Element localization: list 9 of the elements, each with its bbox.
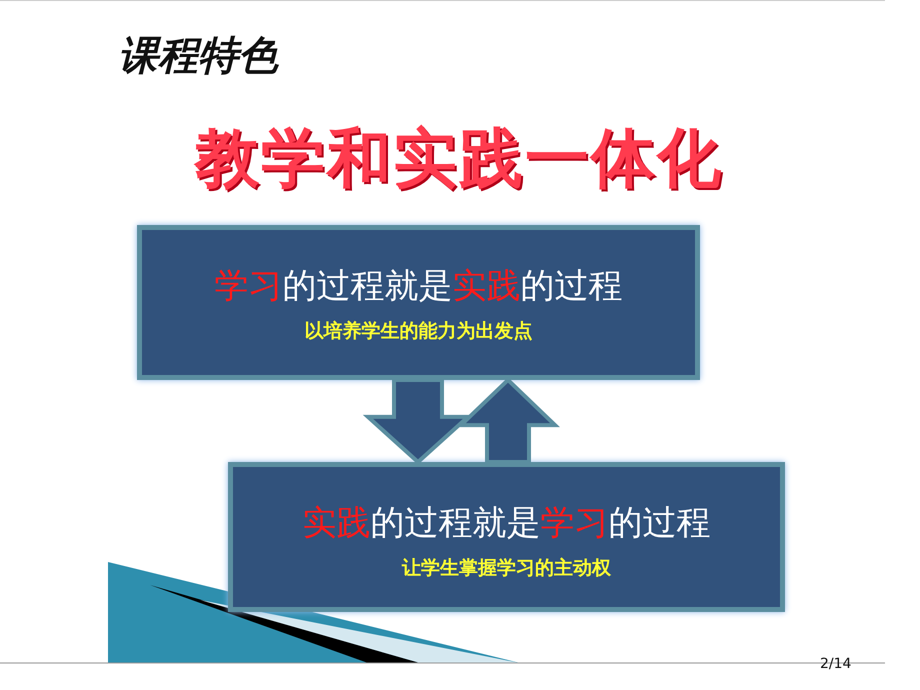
box-heading: 学习的过程就是实践的过程 (214, 265, 624, 308)
text-box (137, 225, 700, 380)
box-heading: 实践的过程就是学习的过程 (302, 502, 712, 545)
text-box (228, 462, 785, 612)
banner-heading: 教学和实践一体化 (195, 121, 723, 198)
slide-title: 课程特色 (118, 32, 278, 81)
box-subtitle: 以培养学生的能力为出发点 (304, 319, 534, 344)
box-subtitle: 让学生掌握学习的主动权 (400, 556, 612, 581)
page-number: 2/14 (820, 656, 852, 672)
